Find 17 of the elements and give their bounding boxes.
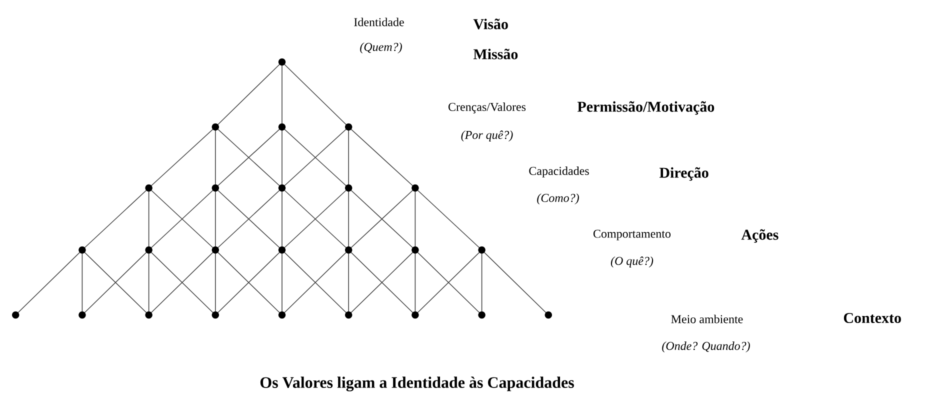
level-label: Meio ambiente [671,314,743,324]
question-label: (Por quê?) [461,130,513,142]
outcome-label: Missão [473,48,518,60]
question-label: (Como?) [537,194,579,204]
question-label: (O quê?) [610,256,654,268]
question-label: (Quem?) [360,42,402,54]
outcome-label: Permissão/Motivação [577,101,714,115]
level-label: Identidade [354,18,404,26]
caption: Os Valores ligam a Identidade às Capacidades [260,376,574,392]
level-label: Comportamento [594,230,671,240]
outcome-label: Direção [659,167,708,181]
outcome-label: Visão [473,18,508,30]
level-label: Capacidades [529,166,589,178]
level-label: Crenças/Valores [448,102,526,114]
outcome-label: Contexto [844,312,901,324]
question-label: (Onde? Quando?) [662,342,750,352]
outcome-label: Ações [741,229,778,243]
